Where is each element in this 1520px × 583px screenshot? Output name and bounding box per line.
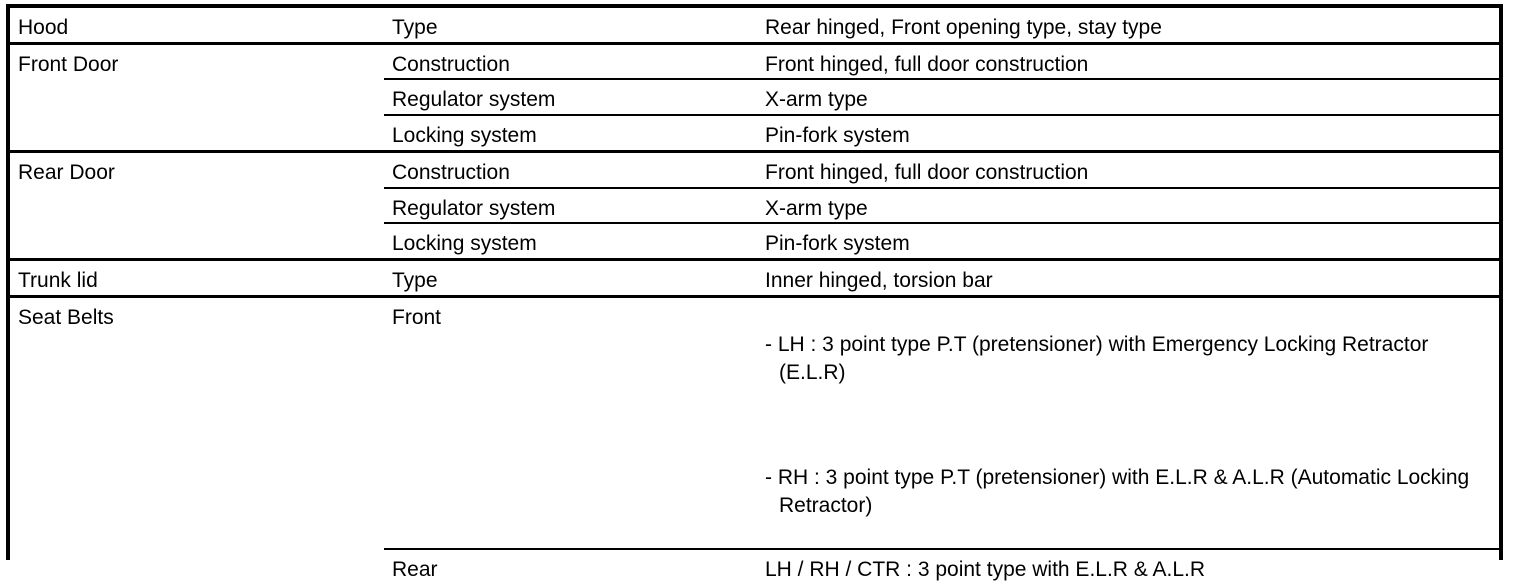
spec-cell-rear-door-locking: Pin-fork system	[757, 223, 1499, 259]
table-row: Front Door Construction Front hinged, fu…	[10, 43, 1499, 79]
item-cell-hood-type: Type	[384, 8, 757, 43]
seat-belts-front-rh-line: - RH : 3 point type P.T (pretensioner) w…	[765, 464, 1499, 519]
table-row: Trunk lid Type Inner hinged, torsion bar	[10, 260, 1499, 297]
item-cell-front-door-locking: Locking system	[384, 115, 757, 151]
table-row: Rear Door Construction Front hinged, ful…	[10, 151, 1499, 187]
specification-table-container: Hood Type Rear hinged, Front opening typ…	[6, 4, 1503, 560]
item-cell-front-door-construction: Construction	[384, 43, 757, 79]
spec-cell-rear-door-regulator: X-arm type	[757, 188, 1499, 224]
paragraph-spacer	[765, 415, 1499, 437]
spec-cell-front-door-locking: Pin-fork system	[757, 115, 1499, 151]
item-cell-rear-door-regulator: Regulator system	[384, 188, 757, 224]
item-cell-rear-door-construction: Construction	[384, 151, 757, 187]
specification-table: Hood Type Rear hinged, Front opening typ…	[10, 8, 1499, 583]
spec-cell-seat-belts-front: - LH : 3 point type P.T (pretensioner) w…	[757, 296, 1499, 548]
component-cell-rear-door: Rear Door	[10, 151, 384, 259]
item-cell-seat-belts-front: Front	[384, 296, 757, 548]
component-cell-hood: Hood	[10, 8, 384, 43]
seat-belts-front-lh-line: - LH : 3 point type P.T (pretensioner) w…	[765, 331, 1499, 386]
table-row: Hood Type Rear hinged, Front opening typ…	[10, 8, 1499, 43]
spec-cell-trunk-lid-type: Inner hinged, torsion bar	[757, 260, 1499, 297]
component-cell-front-door: Front Door	[10, 43, 384, 151]
spec-cell-front-door-construction: Front hinged, full door construction	[757, 43, 1499, 79]
component-cell-seat-belts: Seat Belts	[10, 296, 384, 583]
item-cell-front-door-regulator: Regulator system	[384, 79, 757, 115]
item-cell-trunk-lid-type: Type	[384, 260, 757, 297]
spec-cell-hood-type: Rear hinged, Front opening type, stay ty…	[757, 8, 1499, 43]
spec-cell-front-door-regulator: X-arm type	[757, 79, 1499, 115]
item-cell-rear-door-locking: Locking system	[384, 223, 757, 259]
spec-cell-rear-door-construction: Front hinged, full door construction	[757, 151, 1499, 187]
component-cell-trunk-lid: Trunk lid	[10, 260, 384, 297]
table-row: Seat Belts Front - LH : 3 point type P.T…	[10, 296, 1499, 548]
